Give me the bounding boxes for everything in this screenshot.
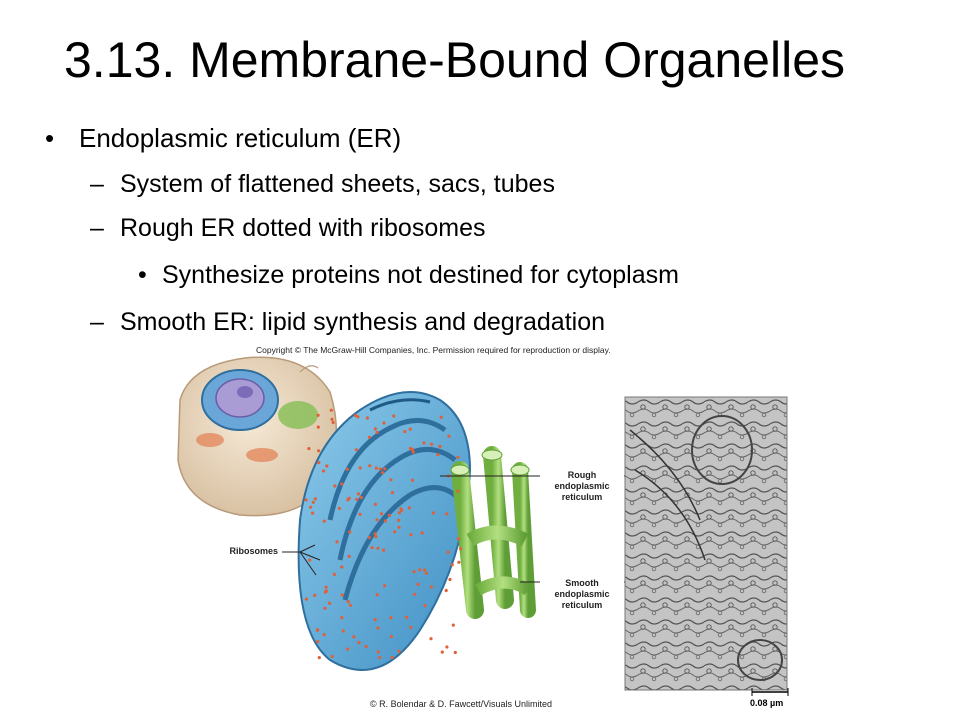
bullet-text: Endoplasmic reticulum (ER) bbox=[79, 123, 402, 153]
image-credit: © R. Bolendar & D. Fawcett/Visuals Unlim… bbox=[370, 699, 553, 709]
bullet-synthesize: • Synthesize proteins not destined for cy… bbox=[138, 259, 679, 291]
bullet-text: Rough ER dotted with ribosomes bbox=[120, 214, 486, 242]
dash-marker: – bbox=[90, 170, 104, 198]
scale-bar bbox=[751, 688, 789, 696]
rough-er-illustration bbox=[297, 391, 472, 671]
er-micrograph bbox=[624, 396, 788, 691]
slide-title: 3.13. Membrane-Bound Organelles bbox=[64, 32, 846, 88]
bullet-sheets: –System of flattened sheets, sacs, tubes bbox=[90, 168, 555, 200]
bullet-marker: • bbox=[138, 261, 147, 289]
copyright-notice: Copyright © The McGraw-Hill Companies, I… bbox=[256, 345, 611, 355]
ribosome-dots bbox=[304, 408, 463, 660]
cell-icon bbox=[177, 356, 338, 517]
rough-er-label: Rough endoplasmic reticulum bbox=[554, 470, 610, 502]
bullet-er: • Endoplasmic reticulum (ER) bbox=[45, 122, 401, 154]
bullet-text: Smooth ER: lipid synthesis and degradati… bbox=[120, 308, 606, 336]
bullet-text: Synthesize proteins not destined for cyt… bbox=[162, 261, 679, 289]
smooth-er-illustration bbox=[450, 446, 536, 619]
bullet-marker: • bbox=[45, 123, 55, 153]
dash-marker: – bbox=[90, 214, 104, 242]
smooth-er-label: Smooth endoplasmic reticulum bbox=[554, 578, 610, 610]
bullet-smooth-er: –Smooth ER: lipid synthesis and degradat… bbox=[90, 306, 605, 338]
scale-bar-label: 0.08 µm bbox=[750, 698, 784, 708]
ribosomes-label: Ribosomes bbox=[229, 546, 278, 556]
bullet-text: System of flattened sheets, sacs, tubes bbox=[120, 170, 555, 198]
dash-marker: – bbox=[90, 308, 104, 336]
bullet-rough-er: –Rough ER dotted with ribosomes bbox=[90, 212, 485, 244]
